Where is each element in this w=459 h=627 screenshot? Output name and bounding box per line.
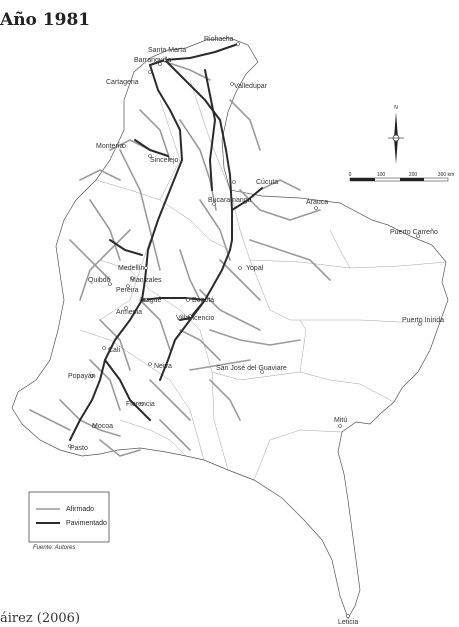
north-arrow: N [388,105,404,164]
legend: Afirmado Pavimentado [28,491,110,543]
scale-300: 300 km [438,172,454,178]
city-armenia: Armenia [116,309,142,316]
legend-afirmado-label: Afirmado [66,506,94,513]
city-puerto-inirida: Puerto Inírida [402,317,444,324]
city-mocoa: Mocoa [92,423,113,430]
source-note: Fuente: Autores [33,545,76,551]
city-cartagena: Cartagena [106,79,139,86]
city-bogota: Bogotá [192,297,214,304]
scale-bar: 0 100 200 300 km [349,172,454,182]
city-villavicencio: Villavicencio [176,315,214,322]
city-bucaramanga: Bucaramanga [208,197,252,204]
city-medellin: Medellín [118,265,145,272]
country-outline [11,37,449,619]
footer-citation: áirez (2006) [0,611,81,626]
city-ibague: Ibagué [140,297,162,304]
scale-100: 100 [377,172,386,178]
city-quibdo: Quibdó [88,277,111,284]
city-cali: Cali [108,347,121,354]
scale-zero: 0 [349,172,352,178]
city-puerto-carreno: Puerto Carreño [390,229,438,236]
north-label: N [394,105,398,111]
city-mitu: Mitú [334,417,347,424]
afirmado-roads [29,59,331,457]
city-pereira: Pereira [116,287,139,294]
city-markers [68,42,422,618]
map-title: Año 1981 [0,10,91,30]
city-neiva: Neiva [154,363,172,370]
city-valledupar: Valledupar [234,83,268,90]
city-manizales: Manizales [130,277,162,284]
city-arauca: Arauca [306,199,328,206]
city-popayan: Popayán [68,373,96,380]
city-yopal: Yopal [246,265,264,272]
city-riohacha: Riohacha [204,36,234,43]
city-florencia: Florencia [126,401,155,408]
city-cucuta: Cúcuta [256,179,278,186]
city-san-jose: San José del Guaviare [216,365,287,372]
city-monteria: Montería [96,143,124,150]
department-borders [79,79,447,481]
legend-pavimentado-label: Pavimentado [66,520,107,527]
city-santa-marta: Santa Marta [148,47,186,54]
city-leticia: Leticia [338,619,358,626]
city-sincelejo: Sincelejo [150,157,179,164]
city-labels: Riohacha Santa Marta Barranquilla Cartag… [68,36,444,626]
pavimentado-roads [69,43,263,441]
city-barranquilla: Barranquilla [134,57,171,64]
scale-200: 200 [409,172,418,178]
city-pasto: Pasto [70,445,88,452]
